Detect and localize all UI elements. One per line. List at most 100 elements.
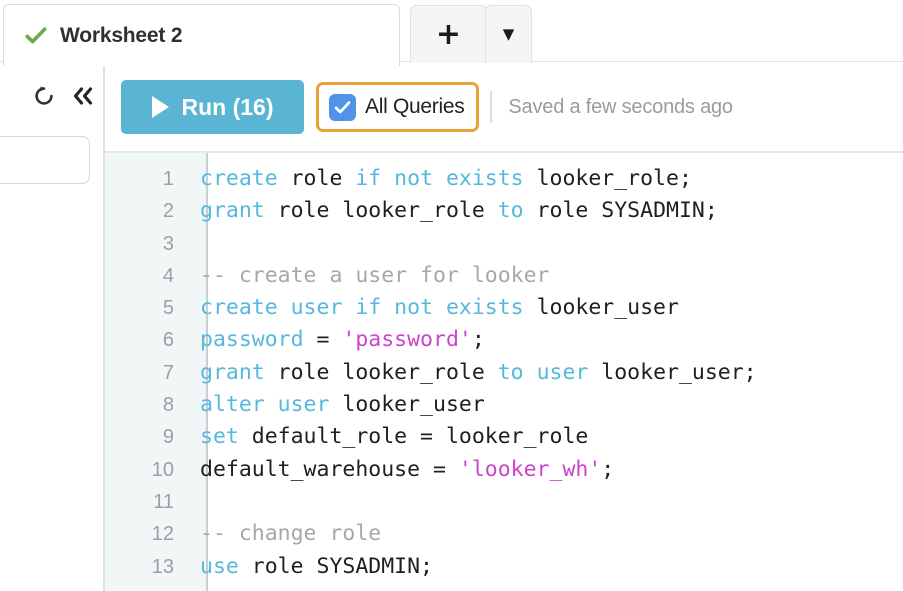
code-text: set default_role = looker_role [190,421,588,453]
run-button[interactable]: Run (16) [121,80,304,134]
code-token: password [200,327,317,353]
code-line[interactable]: 6 password = 'password'; [105,324,903,356]
add-worksheet-button[interactable]: + [410,5,487,63]
code-token: alter user [200,392,343,418]
code-token: create user [200,295,356,321]
checkmark-icon [334,100,351,113]
code-token: ; [601,456,615,482]
code-token: create [200,166,291,191]
code-text: grant role looker_role to user looker_us… [190,357,757,389]
code-token: role looker_role [277,198,498,224]
code-line[interactable]: 11 [105,486,903,518]
code-token: to [497,198,537,224]
code-line[interactable]: 3 [105,228,903,260]
code-token: default_role = looker_role [251,424,589,450]
plus-icon: + [435,16,462,52]
tab-label: Worksheet 2 [60,23,183,47]
search-input[interactable] [0,136,90,184]
code-line[interactable]: 8 alter user looker_user [105,389,903,421]
all-queries-label: All Queries [365,95,465,118]
saved-status: Saved a few seconds ago [508,95,733,118]
gutter-rule [206,153,208,591]
code-token: use [200,553,252,579]
toolbar-divider [105,151,903,153]
green-check-icon [25,26,47,43]
left-panel [0,62,103,591]
code-token: ; [471,327,485,353]
code-text: default_warehouse = 'looker_wh'; [190,454,614,486]
code-line[interactable]: 10 default_warehouse = 'looker_wh'; [105,454,903,486]
code-token: role SYSADMIN; [251,553,433,579]
code-text: password = 'password'; [190,324,485,356]
line-number: 1 [162,168,174,190]
code-text: create role if not exists looker_role; [190,163,692,195]
line-number: 2 [162,200,174,223]
code-token: grant [200,359,278,385]
line-number: 9 [162,426,174,449]
worksheet-menu-button[interactable]: ▼ [485,5,532,63]
code-text: create user if not exists looker_user [190,292,679,324]
code-text: use role SYSADMIN; [190,551,433,583]
code-token: 'password' [342,327,472,353]
code-token: role [290,166,356,191]
line-number: 11 [153,490,174,513]
code-token: looker_user [536,295,679,321]
line-number: 3 [162,232,174,255]
code-token: grant [200,198,278,224]
left-panel-toolbar [31,83,96,109]
code-text: -- create a user for looker [190,260,550,292]
code-token: looker_role; [536,166,692,191]
refresh-icon [35,86,53,105]
run-button-label: Run (16) [181,93,274,120]
line-number: 13 [151,555,174,578]
code-token: role SYSADMIN; [536,198,718,224]
code-token: -- create a user for looker [200,262,550,288]
worksheet-toolbar: Run (16) All Queries Saved a few seconds… [105,62,903,152]
code-token: default_warehouse = [200,456,459,482]
all-queries-checkbox[interactable] [329,93,356,121]
code-token: 'looker_wh' [458,456,602,482]
line-number-gutter [105,153,206,591]
line-number: 7 [162,361,174,384]
code-line[interactable]: 12 -- change role [105,518,903,550]
line-number: 4 [162,264,174,287]
code-line[interactable]: 4 -- create a user for looker [105,260,903,292]
code-token: = [316,327,343,353]
code-line[interactable]: 1 create role if not exists looker_role; [105,163,903,195]
code-token: if not exists [355,295,537,321]
line-number: 14 [105,583,190,591]
chevron-down-icon: ▼ [502,25,515,43]
code-line[interactable]: 14 [105,583,903,591]
line-number: 10 [151,458,174,481]
code-token: to user [497,359,602,385]
double-chevron-left-icon [73,87,93,105]
code-text: alter user looker_user [190,389,485,421]
code-token: -- change role [200,521,382,547]
collapse-panel-button[interactable] [70,83,96,109]
code-token: role looker_role [277,359,498,385]
code-text: -- change role [190,518,381,550]
panel-divider [103,62,105,591]
code-token: looker_user [342,392,485,418]
code-line[interactable]: 7 grant role looker_role to user looker_u… [105,357,903,389]
code-line[interactable]: 9 set default_role = looker_role [105,421,903,453]
line-number: 8 [162,394,174,417]
code-token: if not exists [355,166,537,191]
toolbar-separator [490,91,493,123]
all-queries-option[interactable]: All Queries [316,82,480,132]
tab-worksheet-2[interactable]: Worksheet 2 [3,4,400,66]
tab-bar: Worksheet 2 + ▼ [0,0,903,66]
code-line[interactable]: 2 grant role looker_role to role SYSADMIN… [105,195,903,227]
code-token: looker_user; [601,359,757,385]
code-token: set [200,424,252,450]
line-number: 12 [151,523,174,546]
play-icon [151,96,169,118]
code-line[interactable]: 13 use role SYSADMIN; [105,551,903,583]
line-number: 6 [162,329,174,352]
refresh-button[interactable] [31,83,57,109]
code-text: grant role looker_role to role SYSADMIN; [190,195,718,227]
